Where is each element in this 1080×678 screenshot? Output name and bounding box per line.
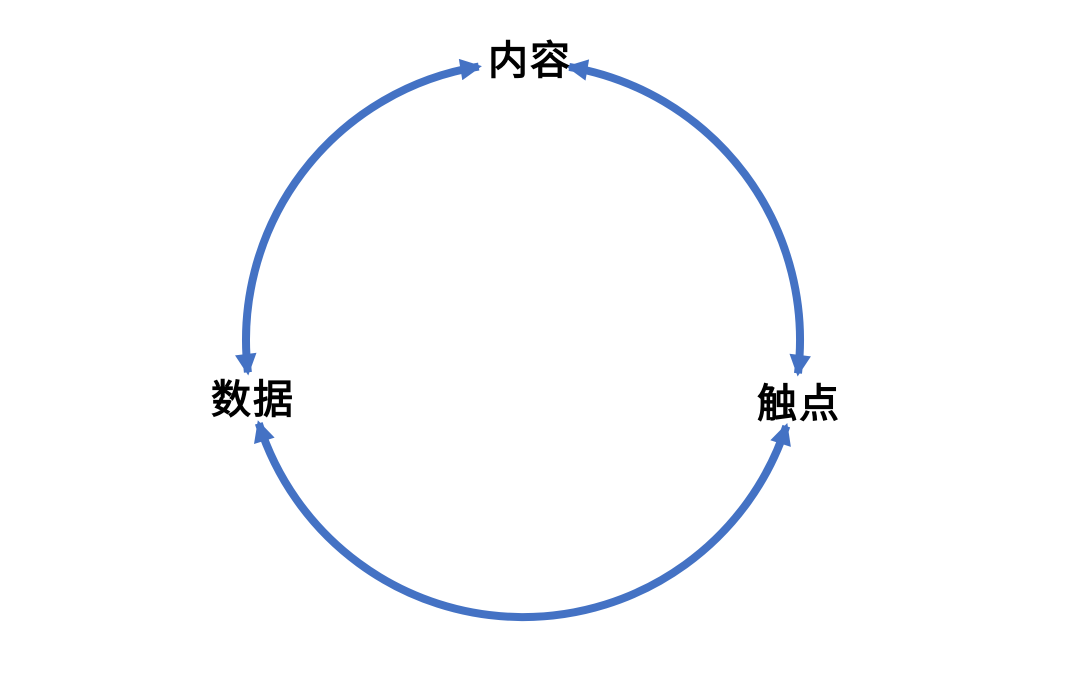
node-label-content: 内容 [488, 39, 572, 83]
arc-data-content [235, 58, 482, 376]
arc-content-touchpoint [566, 59, 811, 377]
node-label-data: 数据 [211, 378, 295, 422]
node-label-touchpoint: 触点 [757, 382, 841, 426]
arc-touchpoint-data [254, 420, 791, 622]
